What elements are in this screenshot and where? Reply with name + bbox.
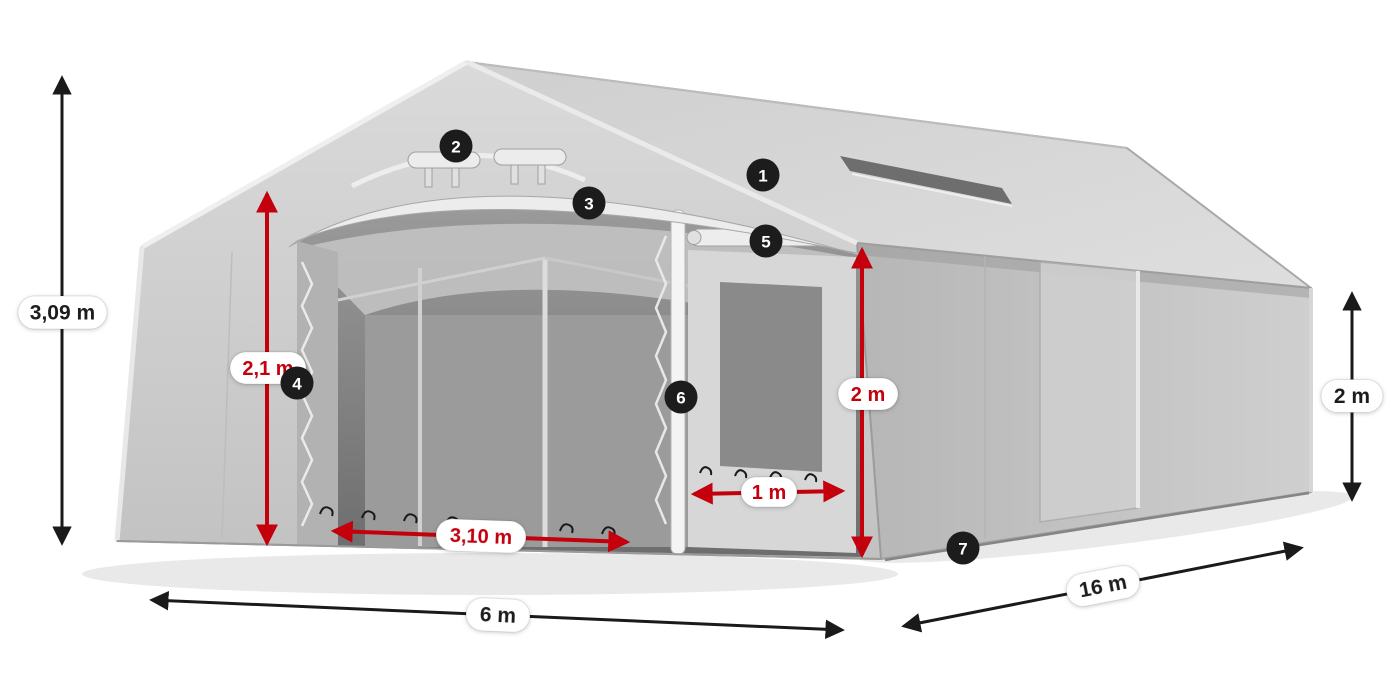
front-corner-trim xyxy=(114,246,145,542)
roof-ridge-line xyxy=(466,61,1128,149)
dim-label-entrance-width: 3,10 m xyxy=(449,525,512,549)
dim-label-entrance-height: 2,1 m xyxy=(242,358,293,380)
callout-6[interactable]: 6 xyxy=(664,380,698,414)
dim-side-height-pill xyxy=(1320,379,1384,413)
callout-2[interactable]: 2 xyxy=(439,129,473,163)
dim-label-total-height: 3,09 m xyxy=(30,302,95,325)
callout-1-number: 1 xyxy=(758,167,767,186)
curtain-lacing-middle xyxy=(654,235,668,525)
vent-pipe-right xyxy=(493,148,567,166)
dim-label-side-height: 2 m xyxy=(1334,385,1370,408)
dim-total-height-pill xyxy=(17,295,108,330)
side-sliding-panel xyxy=(1039,261,1139,523)
roll-knob-left xyxy=(686,230,702,245)
dim-label-passage-width: 1 m xyxy=(752,482,786,504)
dim-inner-height-pill xyxy=(837,377,899,411)
callout-1[interactable]: 1 xyxy=(746,158,780,192)
dim-passage-width-pill xyxy=(740,476,798,508)
callout-7-number: 7 xyxy=(958,540,967,559)
gable-trim-right xyxy=(465,59,859,246)
dim-tent-width: 6 m xyxy=(149,590,845,640)
dim-tent-length: 16 m xyxy=(901,541,1304,633)
gable-trim-left xyxy=(140,59,469,250)
dim-label-tent-width: 6 m xyxy=(479,603,516,628)
front-fold-line xyxy=(221,251,233,541)
callout-7[interactable]: 7 xyxy=(946,531,980,565)
dim-tent-width-pill xyxy=(465,597,531,633)
callout-3-number: 3 xyxy=(584,195,593,214)
callout-6-number: 6 xyxy=(676,389,685,408)
inner-strut-1 xyxy=(337,256,546,302)
dim-total-height: 3,09 m xyxy=(17,75,108,546)
dim-side-height: 2 m xyxy=(1320,291,1384,502)
dim-passage-width: 1 m xyxy=(690,476,846,508)
roof-open-strip xyxy=(840,156,1012,204)
dim-entrance-width-pill xyxy=(435,518,527,554)
callout-3[interactable]: 3 xyxy=(572,186,606,220)
roof-strip-trim xyxy=(851,173,1013,207)
inner-room-opening xyxy=(720,282,822,472)
dim-label-inner-height: 2 m xyxy=(851,384,885,406)
callout-2-number: 2 xyxy=(451,138,460,157)
dim-entrance-width: 3,10 m xyxy=(330,518,631,554)
callout-5-number: 5 xyxy=(761,233,770,252)
dim-inner-height: 2 m xyxy=(837,246,899,559)
dim-tent-length-pill xyxy=(1065,565,1141,607)
callout-5[interactable]: 5 xyxy=(749,224,783,258)
callout-4[interactable]: 4 xyxy=(280,366,314,400)
callout-4-number: 4 xyxy=(292,375,302,394)
